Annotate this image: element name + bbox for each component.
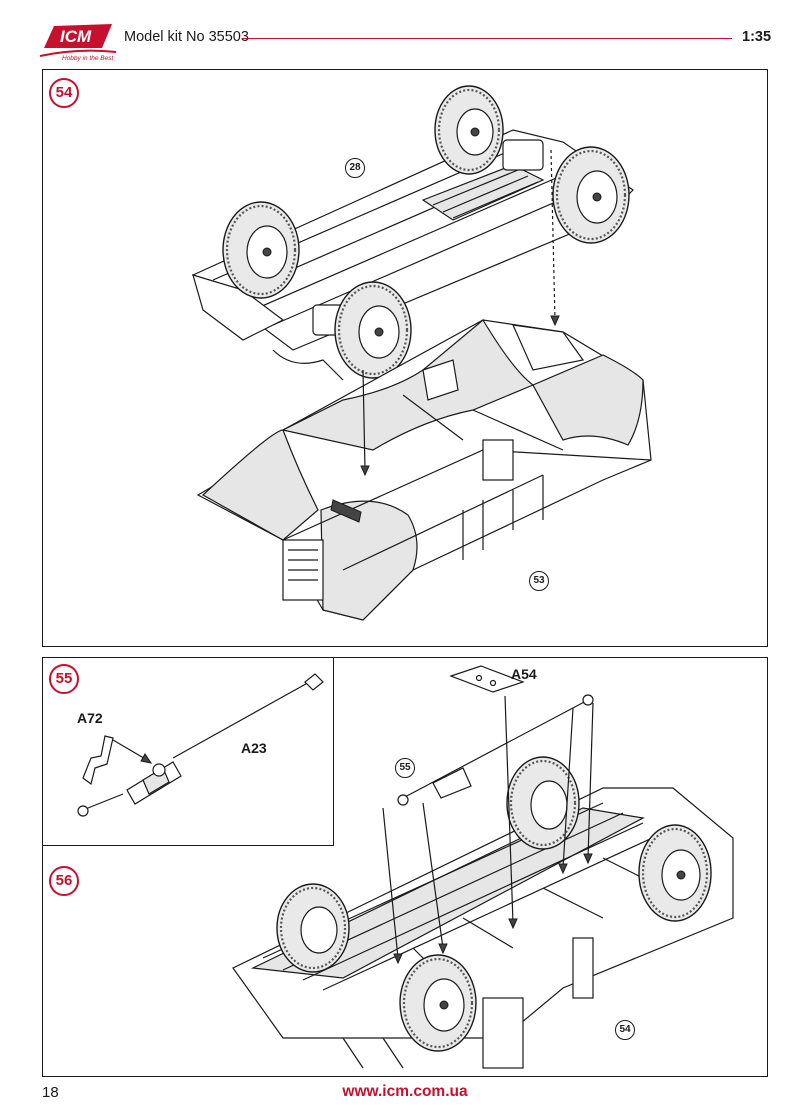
part-a54-label: A54: [511, 666, 537, 682]
chassis-wheel-rear-left: [434, 85, 504, 175]
hull-body: [196, 319, 652, 621]
ref-28-callout: 28: [345, 158, 365, 178]
vehicle-underside-illustration: [232, 665, 734, 1069]
website-url: www.icm.com.ua: [342, 1083, 468, 1100]
part-a72-bracket: [82, 735, 114, 786]
underside-wheel-rear-right: [638, 824, 712, 922]
underside-body: [232, 787, 734, 1069]
part-a72-label: A72: [77, 710, 103, 726]
page-number: 18: [42, 1084, 59, 1101]
chassis-wheel-rear-right: [552, 146, 630, 244]
step-54-badge: 54: [49, 78, 79, 108]
step-56-badge: 56: [49, 866, 79, 896]
chassis-wheel-front-right: [334, 281, 412, 379]
drive-shaft: [397, 694, 594, 806]
ref-54-callout: 54: [615, 1020, 635, 1040]
logo-text: ICM: [60, 27, 92, 46]
ref-53-callout: 53: [529, 571, 549, 591]
a54-bracket: [449, 665, 525, 693]
underside-assembly-arrows: [382, 695, 594, 965]
model-title: Model kit No 35503: [124, 29, 249, 45]
underside-wheel-rear-left: [506, 756, 580, 850]
logo-tagline: Hobby in the Best: [62, 55, 114, 62]
universal-joint-assembly: [77, 761, 182, 817]
scale-label: 1:35: [742, 29, 772, 45]
header-rule: [242, 38, 732, 39]
underside-wheel-front-left: [276, 883, 350, 973]
step-55-panel: 55 A72 A23: [42, 657, 334, 846]
drive-shaft-subassembly: [77, 673, 324, 817]
ref-55-callout: 55: [395, 758, 415, 778]
assembly-arrows: [360, 149, 560, 477]
step-56-panel: 56: [42, 657, 768, 1077]
chassis-to-hull-illustration: [191, 85, 652, 621]
chassis-wheel-front-left: [222, 201, 300, 299]
step-54-panel: 54: [42, 69, 768, 647]
step-55-badge: 55: [49, 664, 79, 694]
part-a23-shaft: [172, 673, 324, 759]
icm-logo: ICM Hobby in the Best: [38, 18, 118, 66]
underside-wheel-front-right: [399, 954, 477, 1052]
icm-logo-mark: [39, 24, 117, 57]
part-a23-label: A23: [241, 740, 267, 756]
